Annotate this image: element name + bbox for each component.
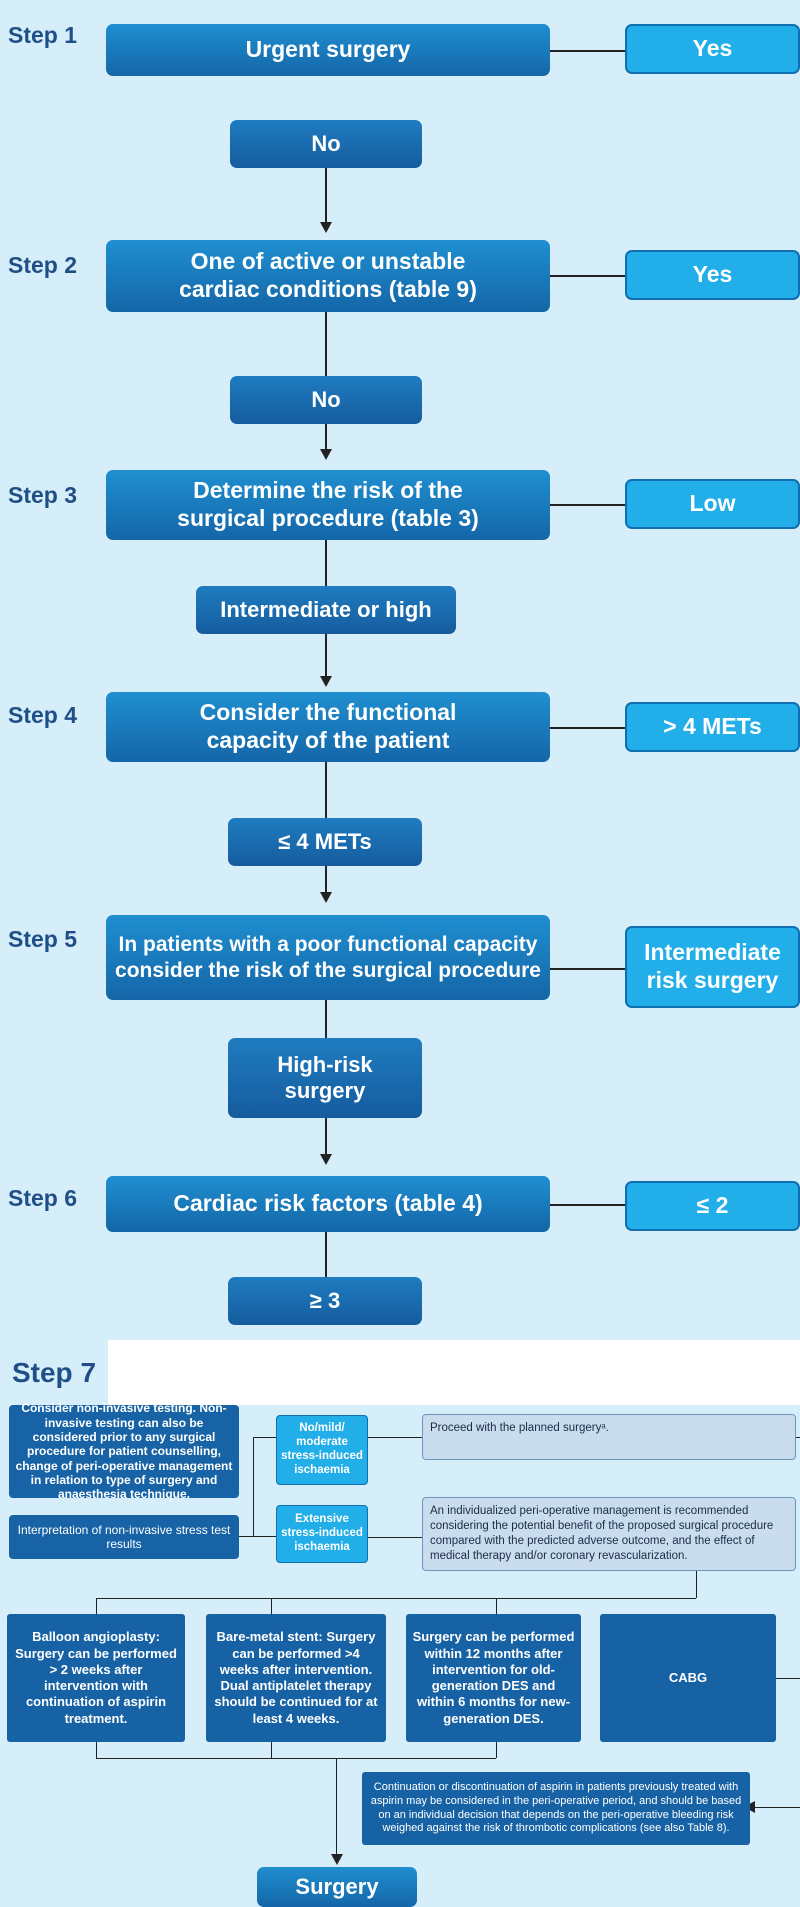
step-5-next-box: High-risk surgery xyxy=(228,1038,422,1118)
step-1-side-box: Yes xyxy=(625,24,800,74)
step-1-main-box: Urgent surgery xyxy=(106,24,550,76)
arrow-icon xyxy=(320,222,332,233)
step-4-side-box: > 4 METs xyxy=(625,702,800,752)
connector xyxy=(96,1742,97,1758)
step-1-next-box: No xyxy=(230,120,422,168)
step-7-banner xyxy=(0,1340,800,1405)
cabg-box: CABG xyxy=(600,1614,776,1742)
step-4-next-box: ≤ 4 METs xyxy=(228,818,422,866)
individualized-note: An individualized peri-operative managem… xyxy=(422,1497,796,1571)
connector xyxy=(550,275,625,277)
step-2-side-box: Yes xyxy=(625,250,800,300)
connector xyxy=(336,1758,337,1855)
step-3-main-box: Determine the risk of the surgical proce… xyxy=(106,470,550,540)
step-3-side-box: Low xyxy=(625,479,800,529)
step-1-label: Step 1 xyxy=(8,22,78,48)
connector xyxy=(368,1437,422,1438)
connector xyxy=(253,1437,276,1438)
step-6-side-box: ≤ 2 xyxy=(625,1181,800,1231)
connector xyxy=(325,424,327,449)
connector xyxy=(776,1678,800,1679)
arrow-icon xyxy=(320,449,332,460)
step-5-label: Step 5 xyxy=(8,926,78,952)
connector xyxy=(239,1536,276,1537)
connector xyxy=(550,504,625,506)
aspirin-note: Continuation or discontinuation of aspir… xyxy=(362,1772,750,1845)
balloon-angioplasty-box: Balloon angioplasty: Surgery can be perf… xyxy=(7,1614,185,1742)
connector xyxy=(496,1742,497,1758)
connector xyxy=(325,634,327,676)
bare-metal-stent-box: Bare-metal stent: Surgery can be perform… xyxy=(206,1614,386,1742)
connector xyxy=(550,968,625,970)
proceed-note: Proceed with the planned surgeryᵃ. xyxy=(422,1414,796,1460)
des-box: Surgery can be performed within 12 month… xyxy=(406,1614,581,1742)
step-6-next-box: ≥ 3 xyxy=(228,1277,422,1325)
arrow-icon xyxy=(331,1854,343,1865)
connector xyxy=(271,1598,272,1614)
step-7-label: Step 7 xyxy=(0,1340,108,1405)
connector xyxy=(796,1437,800,1438)
connector xyxy=(368,1537,422,1538)
connector xyxy=(271,1742,272,1758)
step-3-next-box: Intermediate or high xyxy=(196,586,456,634)
connector xyxy=(325,762,327,818)
consider-testing-box: Consider non-invasive testing. Non-invas… xyxy=(9,1401,239,1501)
connector xyxy=(325,312,327,376)
step-5-main-box: In patients with a poor functional capac… xyxy=(106,915,550,1000)
connector xyxy=(696,1571,697,1598)
connector xyxy=(253,1437,254,1536)
connector xyxy=(325,1000,327,1038)
interpretation-box: Interpretation of non-invasive stress te… xyxy=(9,1515,239,1559)
step-6-main-box: Cardiac risk factors (table 4) xyxy=(106,1176,550,1232)
step-2-label: Step 2 xyxy=(8,252,78,278)
connector xyxy=(550,50,625,52)
surgery-box: Surgery xyxy=(257,1867,417,1907)
arrow-icon xyxy=(320,676,332,687)
step-2-main-box: One of active or unstable cardiac condit… xyxy=(106,240,550,312)
no-mild-ischaemia-box: No/mild/ moderate stress-induced ischaem… xyxy=(276,1415,368,1485)
arrow-icon xyxy=(320,1154,332,1165)
step-4-label: Step 4 xyxy=(8,702,78,728)
connector xyxy=(550,1204,625,1206)
extensive-ischaemia-box: Extensive stress-induced ischaemia xyxy=(276,1505,368,1563)
connector xyxy=(96,1598,97,1614)
step-6-label: Step 6 xyxy=(8,1185,78,1211)
connector xyxy=(550,727,625,729)
connector xyxy=(325,1232,327,1277)
connector xyxy=(753,1807,800,1808)
connector xyxy=(96,1758,496,1759)
step-3-label: Step 3 xyxy=(8,482,78,508)
step-2-next-box: No xyxy=(230,376,422,424)
connector xyxy=(96,1598,696,1599)
arrow-icon xyxy=(320,892,332,903)
connector xyxy=(325,866,327,892)
connector xyxy=(496,1598,497,1614)
step-5-side-box: Intermediate risk surgery xyxy=(625,926,800,1008)
connector xyxy=(325,168,327,223)
connector xyxy=(325,1118,327,1154)
connector xyxy=(325,540,327,586)
step-4-main-box: Consider the functional capacity of the … xyxy=(106,692,550,762)
